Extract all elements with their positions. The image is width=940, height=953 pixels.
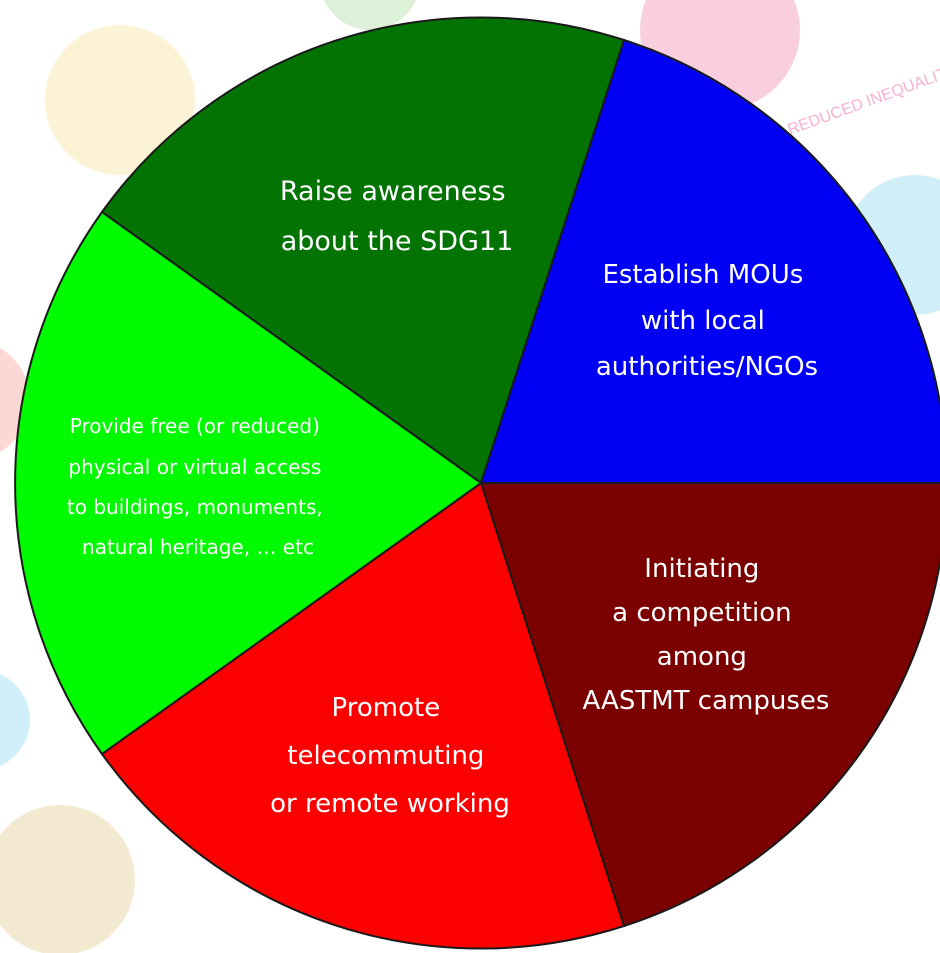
sdg-zero-hunger-icon [45,25,195,175]
segment-establish-mous [479,38,940,484]
label-establish-mous: Establish MOUs with local authorities/NG… [596,260,818,382]
label-line: among [657,642,747,672]
label-line: telecommuting [287,741,484,771]
label-line: about the SDG11 [281,226,514,257]
label-promote-telecommuting: Promote telecommuting or remote working [270,693,510,819]
label-line: AASTMT campuses [583,686,830,716]
label-line: with local [641,306,765,336]
label-initiating-competition: Initiating a competition among AASTMT ca… [583,554,830,716]
label-line: a competition [612,598,791,628]
label-line: to buildings, monuments, [67,495,323,519]
segment-labels: Raise awareness about the SDG11 Establis… [67,176,830,819]
label-line: Initiating [644,554,759,584]
label-line: or remote working [270,789,510,819]
label-line: Raise awareness [280,176,506,207]
segment-initiating-competition [479,482,940,928]
sdg-responsible-consumption-icon [0,805,135,953]
segment-provide-free-access [14,210,483,756]
label-raise-awareness: Raise awareness about the SDG11 [280,176,514,257]
sdg-good-health-icon [324,0,416,30]
label-line: physical or virtual access [68,455,321,479]
label-line: Establish MOUs [602,260,803,290]
wheel [14,16,940,950]
label-line: Provide free (or reduced) [70,414,320,438]
sdg-quality-education-icon [0,674,30,766]
label-provide-free-access: Provide free (or reduced) physical or vi… [67,414,329,559]
label-line: authorities/NGOs [596,352,818,382]
segment-promote-telecommuting [100,481,626,950]
label-line: Promote [332,693,441,723]
label-line: natural heritage, … etc [82,535,314,559]
segment-raise-awareness [100,16,626,485]
background-watermark-text: REDUCED INEQUALITIES [786,56,940,138]
